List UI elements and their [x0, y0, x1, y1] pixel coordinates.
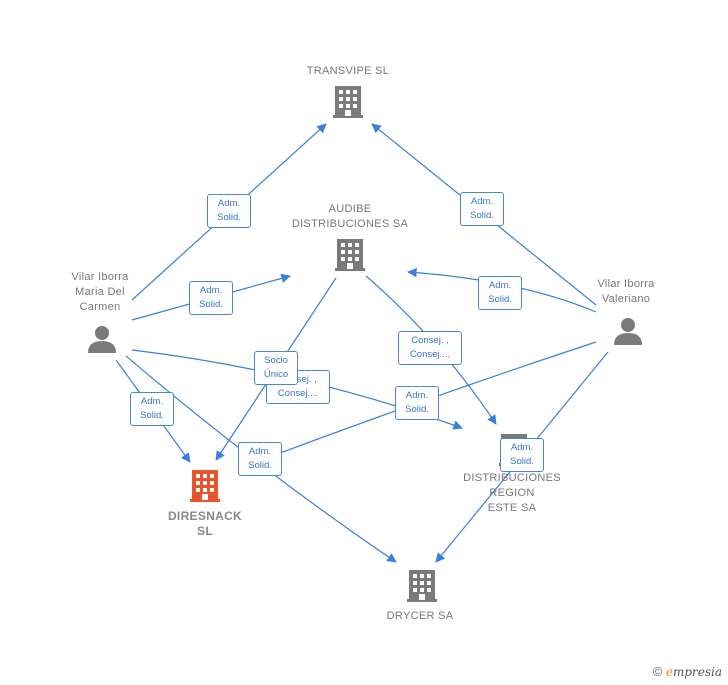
brand-logo: empresia	[665, 665, 722, 679]
node-label-maria[interactable]: Vilar Iborra Maria Del Carmen	[71, 271, 129, 313]
copyright-footer: © empresia	[653, 664, 722, 679]
edge-label-valeriano-transvipe[interactable]: Adm. Solid.	[460, 192, 504, 226]
building-icon	[333, 86, 363, 118]
edge-label-maria-audibe[interactable]: Adm. Solid.	[189, 281, 233, 315]
building-icon-highlight	[190, 470, 220, 502]
building-icon	[335, 239, 365, 271]
edge-label-valeriano-diresnack[interactable]: Adm. Solid.	[395, 386, 439, 420]
node-label-audibe[interactable]: AUDIBE DISTRIBUCIONES SA	[291, 203, 409, 230]
edge-label-valeriano-audibe[interactable]: Adm. Solid.	[478, 276, 522, 310]
edge-label-valeriano-drycer[interactable]: Adm. Solid.	[500, 438, 544, 472]
building-icon	[407, 570, 437, 602]
node-label-diresnack[interactable]: DIRESNACK SL	[167, 509, 243, 538]
node-label-valeriano[interactable]: Vilar Iborra Valeriano	[597, 278, 655, 305]
copyright-icon: ©	[652, 664, 663, 679]
node-label-drycer[interactable]: DRYCER SA	[386, 610, 454, 622]
edge-label-maria-transvipe[interactable]: Adm. Solid.	[207, 194, 251, 228]
edge-label-audibe-distribuciones[interactable]: Consej. , Consej....	[398, 331, 462, 365]
edge-label-audibe-diresnack[interactable]: Socio Único	[254, 351, 298, 385]
person-icon	[88, 326, 116, 353]
edge-label-maria-drycer[interactable]: Adm. Solid.	[238, 442, 282, 476]
person-icon	[614, 318, 642, 345]
node-label-transvipe[interactable]: TRANSVIPE SL	[306, 65, 390, 77]
edge-label-maria-diresnack[interactable]: Adm. Solid.	[130, 392, 174, 426]
node-label-distribuciones[interactable]: DISTRIBUCIONES REGION ESTE SA	[463, 472, 561, 514]
